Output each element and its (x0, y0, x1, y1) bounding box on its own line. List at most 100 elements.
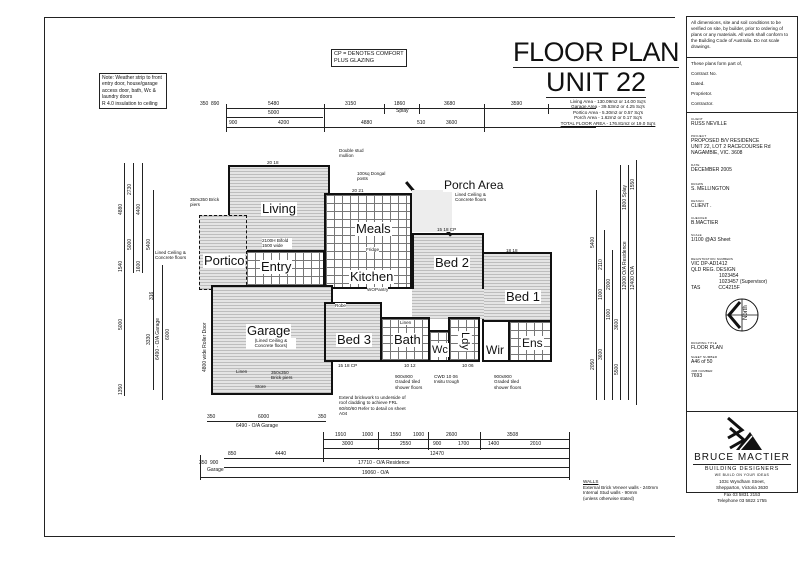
window-cp-1: 15 18 CP (338, 363, 358, 368)
hallway (412, 289, 484, 319)
dim-label: 1000 (598, 288, 604, 300)
total-floor-area: TOTAL FLOOR AREA - 176.81m2 or 19.0 Sq's (560, 120, 656, 126)
garage-brick-piers-note: 350x350 Brick piers (271, 370, 293, 381)
extend-brickwork-note: Extend brickwork to underside of roof cl… (339, 395, 406, 417)
registration-line: 1023457 (Supervisor) (719, 279, 768, 285)
dim-label: 3600 (598, 348, 604, 360)
dim-label: 890 (211, 101, 220, 107)
walls-note: WALLS External Brick Veneer walls - 240m… (583, 479, 658, 501)
label-bath: Bath (393, 332, 422, 347)
label-porch-area: Porch Area (443, 178, 505, 192)
dim-label: 1000 (362, 432, 374, 438)
job-label: JOB NUMBER (691, 369, 713, 373)
bifold-note: 2100H Bifold 1500 wide (262, 238, 292, 249)
room-bed1 (482, 252, 552, 322)
dim-label: 5400 (146, 238, 152, 250)
dim-label: 1550 (390, 432, 402, 438)
checked-value: B.MACTIER (691, 220, 719, 226)
room-bed2 (412, 233, 484, 291)
unit-title: UNIT 22 (546, 67, 647, 98)
dim-label: 3508 (507, 432, 519, 438)
porch-area-zone (412, 190, 452, 232)
room-bed3 (324, 302, 382, 362)
contractor-label: Contractor. (691, 101, 714, 106)
dim-label: 2730 (127, 183, 133, 195)
note-line: entry door, house/garage (102, 81, 158, 88)
registration-line: QLD REG. DESIGN (691, 267, 736, 273)
dim-label: 1700 (458, 441, 470, 447)
scale-label: SCALE (691, 233, 702, 237)
weather-strip-note: Note: Weather strip to front entry door,… (99, 73, 167, 110)
dim-label: 4880 (361, 120, 373, 126)
north-label: North (743, 305, 749, 320)
dim-label: 5000 (268, 110, 280, 116)
portico-area: Portico Area - 5.30m2 or 0.57 Sq's (572, 109, 644, 115)
contract-section: These plans form part of, Contract No. D… (687, 58, 797, 113)
area-summary: Living Area - 130.09m2 or 14.00 Sq's Gar… (543, 99, 673, 126)
north-arrow-icon: North (724, 297, 760, 333)
label-wir: Wir (485, 343, 505, 357)
room-laundry (448, 317, 480, 362)
date-value: DECEMBER 2005 (691, 167, 732, 173)
date-label: DATE (691, 163, 700, 167)
walls-qualifier: (unless otherwise stated) (583, 495, 635, 501)
dim-label: Garage (207, 467, 224, 473)
dim-label: 1000 (606, 308, 612, 320)
designer-subtitle: BUILDING DESIGNERS (704, 466, 780, 472)
dim-label: 1910 (335, 432, 347, 438)
project-label: PROJECT (691, 134, 707, 138)
registration-state: TAS (691, 285, 701, 291)
dim-label: 1540 (118, 260, 124, 272)
window-1818: 18 18 (506, 248, 518, 253)
note-line: access door, bath, Wc & (102, 87, 156, 94)
dim-label: 900 (433, 441, 442, 447)
label-bed2: Bed 2 (434, 255, 470, 270)
garage-area: Garage Area - 39.53m2 or 4.25 Sq's (571, 104, 645, 110)
dim-label: 510 (417, 120, 426, 126)
drawing-title-value: FLOOR PLAN (691, 345, 723, 351)
design-value: CLIENT . (691, 203, 712, 209)
client-value: RUSS NEVILLE (691, 121, 727, 127)
title-block: All dimensions, site and soil conditions… (686, 16, 798, 503)
drawn-label: DRAWN (691, 182, 704, 186)
sheet-value: A46 of 50 (691, 359, 713, 365)
garage-store-label: Store (255, 384, 266, 389)
window-cp-2: 15 18 CP (437, 227, 457, 232)
designer-address: Shepparton, Victoria 3630 (716, 485, 768, 490)
dim-label: 6490 - O/A Garage (155, 318, 161, 360)
label-bed3: Bed 3 (336, 332, 372, 347)
label-bed1: Bed 1 (505, 289, 541, 304)
porch-area: Porch Area - 1.62m2 or 0.17 Sq's (574, 115, 642, 121)
dim-label: 17710 - O/A Residence (358, 460, 410, 466)
designer-address: 103c Wyndham Street, (719, 479, 765, 484)
label-living: Living (261, 201, 297, 216)
dim-label: Splay (396, 108, 409, 114)
dim-label: 2050 (590, 358, 596, 370)
walls-internal: Internal Stud walls - 90mm (583, 490, 638, 496)
dim-label: 350 (200, 101, 209, 107)
pantry-label: Pantry (375, 287, 389, 293)
roller-door-label: 4800 wide Roller Door (202, 322, 208, 372)
dim-label: 1600 (136, 260, 142, 272)
cwd-note: CWD 10 06 Insitu trough (434, 374, 460, 385)
dim-label: 5400 (590, 236, 596, 248)
dim-label: 350 (318, 414, 327, 420)
project-line: PROPOSED B/V RESIDENCE (691, 138, 760, 144)
shower-note-1: 900x900 Graded tiled shower floors (395, 374, 423, 390)
dim-label: 6000 (258, 414, 270, 420)
dim-label: 12470 (430, 451, 444, 457)
walls-external: External Brick Veneer walls - 240mm (583, 484, 659, 490)
dim-label: 4880 (118, 203, 124, 215)
job-value: 7693 (691, 373, 703, 379)
dim-label: 900 (210, 460, 219, 466)
cp-note-line: PLUS GLAZING (334, 58, 375, 64)
label-laundry: Ldy (457, 331, 472, 351)
label-garage: Garage (246, 323, 292, 338)
porch-ceiling-note: Lined Ceiling & Concrete floors (455, 192, 487, 203)
contract-no-label: Contract No. (691, 71, 717, 76)
proprietor-label: Proprietor. (691, 91, 713, 96)
designer-tagline: WE BUILD ON YOUR IDEAS (714, 473, 770, 477)
wo-label: WO (367, 287, 375, 293)
dim-label: 5500 (614, 363, 620, 375)
dim-label: 1400 (488, 441, 500, 447)
